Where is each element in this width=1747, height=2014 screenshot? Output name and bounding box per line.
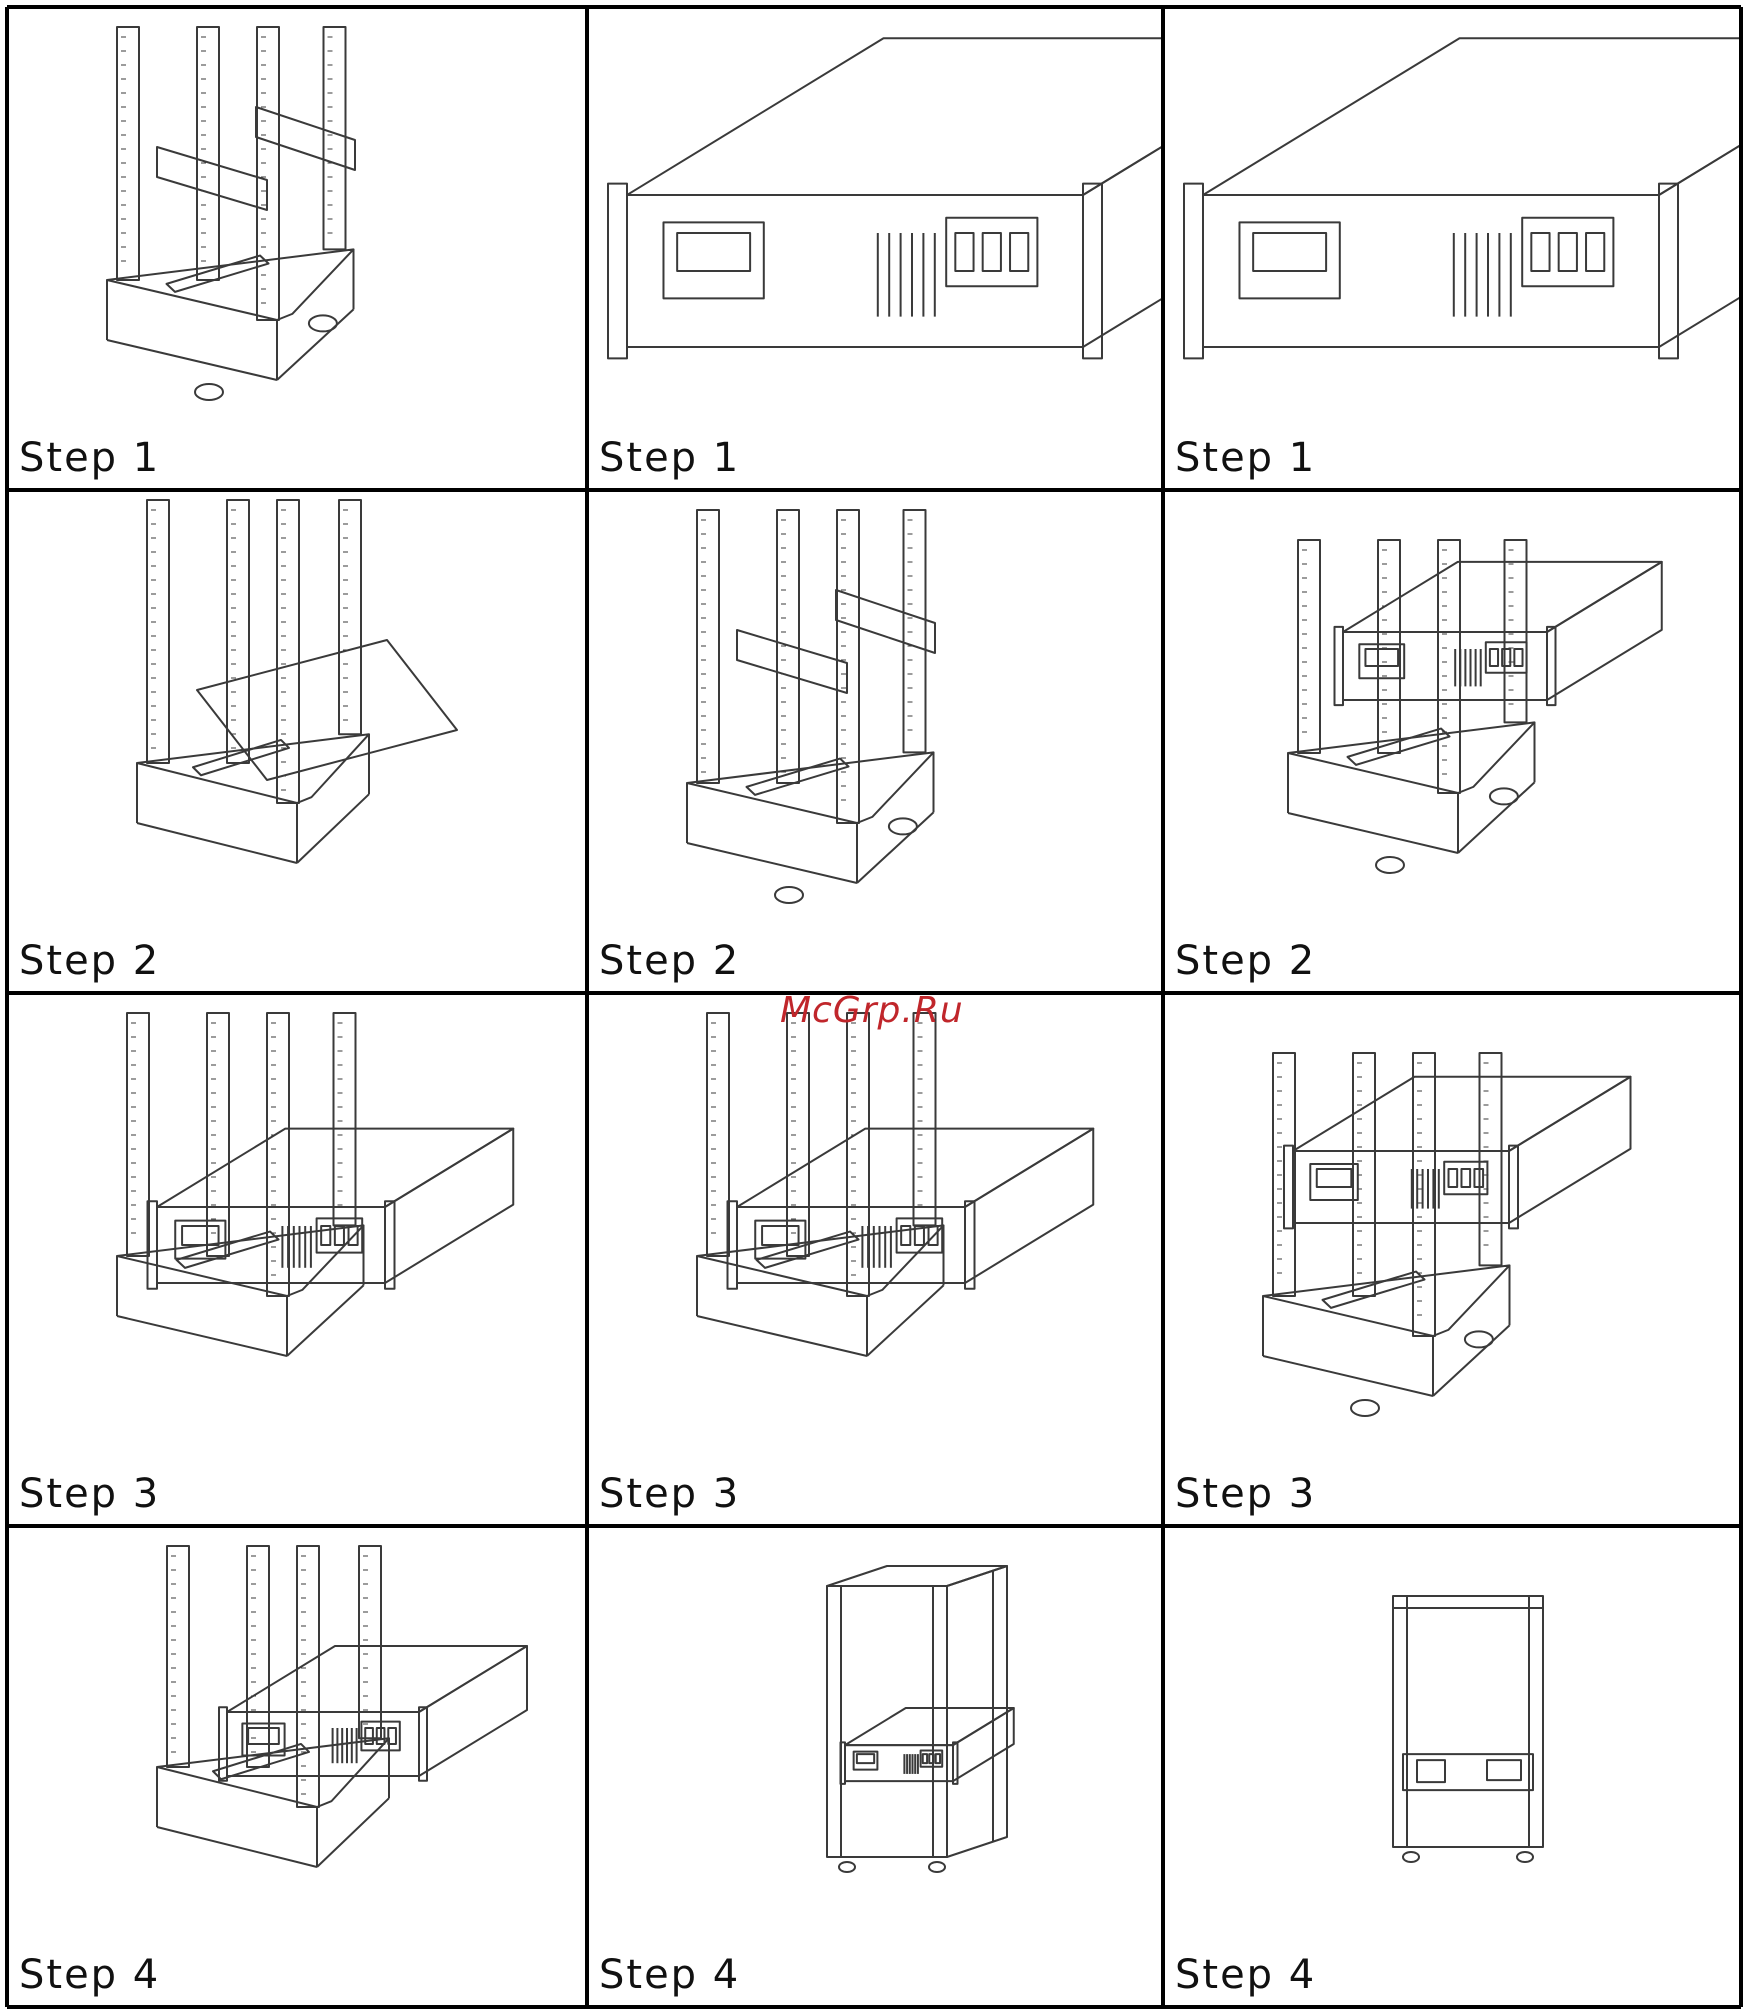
step-label: Step 2 bbox=[19, 941, 160, 981]
step-cell: Step 1 bbox=[587, 7, 1163, 490]
rack-with-ups-mounted-illustration bbox=[1163, 490, 1741, 933]
step-label: Step 4 bbox=[1175, 1955, 1316, 1995]
step-label: Step 3 bbox=[19, 1474, 160, 1514]
step-cell: Step 1 bbox=[1163, 7, 1741, 490]
step-cell: Step 4 bbox=[587, 1526, 1163, 2007]
step-label: Step 1 bbox=[19, 438, 160, 478]
step-label: Step 4 bbox=[19, 1955, 160, 1995]
step-label: Step 2 bbox=[599, 941, 740, 981]
rack-ups-installed-illustration bbox=[7, 1526, 587, 1947]
step-cell: Step 2 bbox=[1163, 490, 1741, 993]
step-label: Step 3 bbox=[599, 1474, 740, 1514]
rack-ups-rear-view-illustration bbox=[1163, 993, 1741, 1466]
rack-ups-sliding-in-illustration bbox=[7, 993, 587, 1466]
step-label: Step 1 bbox=[1175, 438, 1316, 478]
cabinet-front-with-ups-illustration bbox=[1163, 1526, 1741, 1947]
step-label: Step 4 bbox=[599, 1955, 740, 1995]
step-cell: Step 4 bbox=[7, 1526, 587, 2007]
step-cell: Step 3 bbox=[1163, 993, 1741, 1526]
rack-ups-sliding-in-illustration bbox=[587, 993, 1163, 1466]
step-label: Step 3 bbox=[1175, 1474, 1316, 1514]
ups-unit-rack-ears-illustration bbox=[1163, 7, 1741, 430]
step-cell: Step 3 bbox=[587, 993, 1163, 1526]
watermark: McGrp.Ru bbox=[780, 990, 964, 1031]
rack-with-shelf-illustration bbox=[7, 490, 587, 933]
step-label: Step 1 bbox=[599, 438, 740, 478]
step-cell: Step 3 bbox=[7, 993, 587, 1526]
tall-cabinet-with-ups-illustration bbox=[587, 1526, 1163, 1947]
step-cell: Step 2 bbox=[7, 490, 587, 993]
step-cell: Step 1 bbox=[7, 7, 587, 490]
ups-unit-rack-ears-illustration bbox=[587, 7, 1163, 430]
rack-with-side-rails-illustration bbox=[7, 7, 587, 430]
step-cell: Step 4 bbox=[1163, 1526, 1741, 2007]
step-label: Step 2 bbox=[1175, 941, 1316, 981]
step-cell: Step 2 bbox=[587, 490, 1163, 993]
rack-with-side-rails-illustration bbox=[587, 490, 1163, 933]
